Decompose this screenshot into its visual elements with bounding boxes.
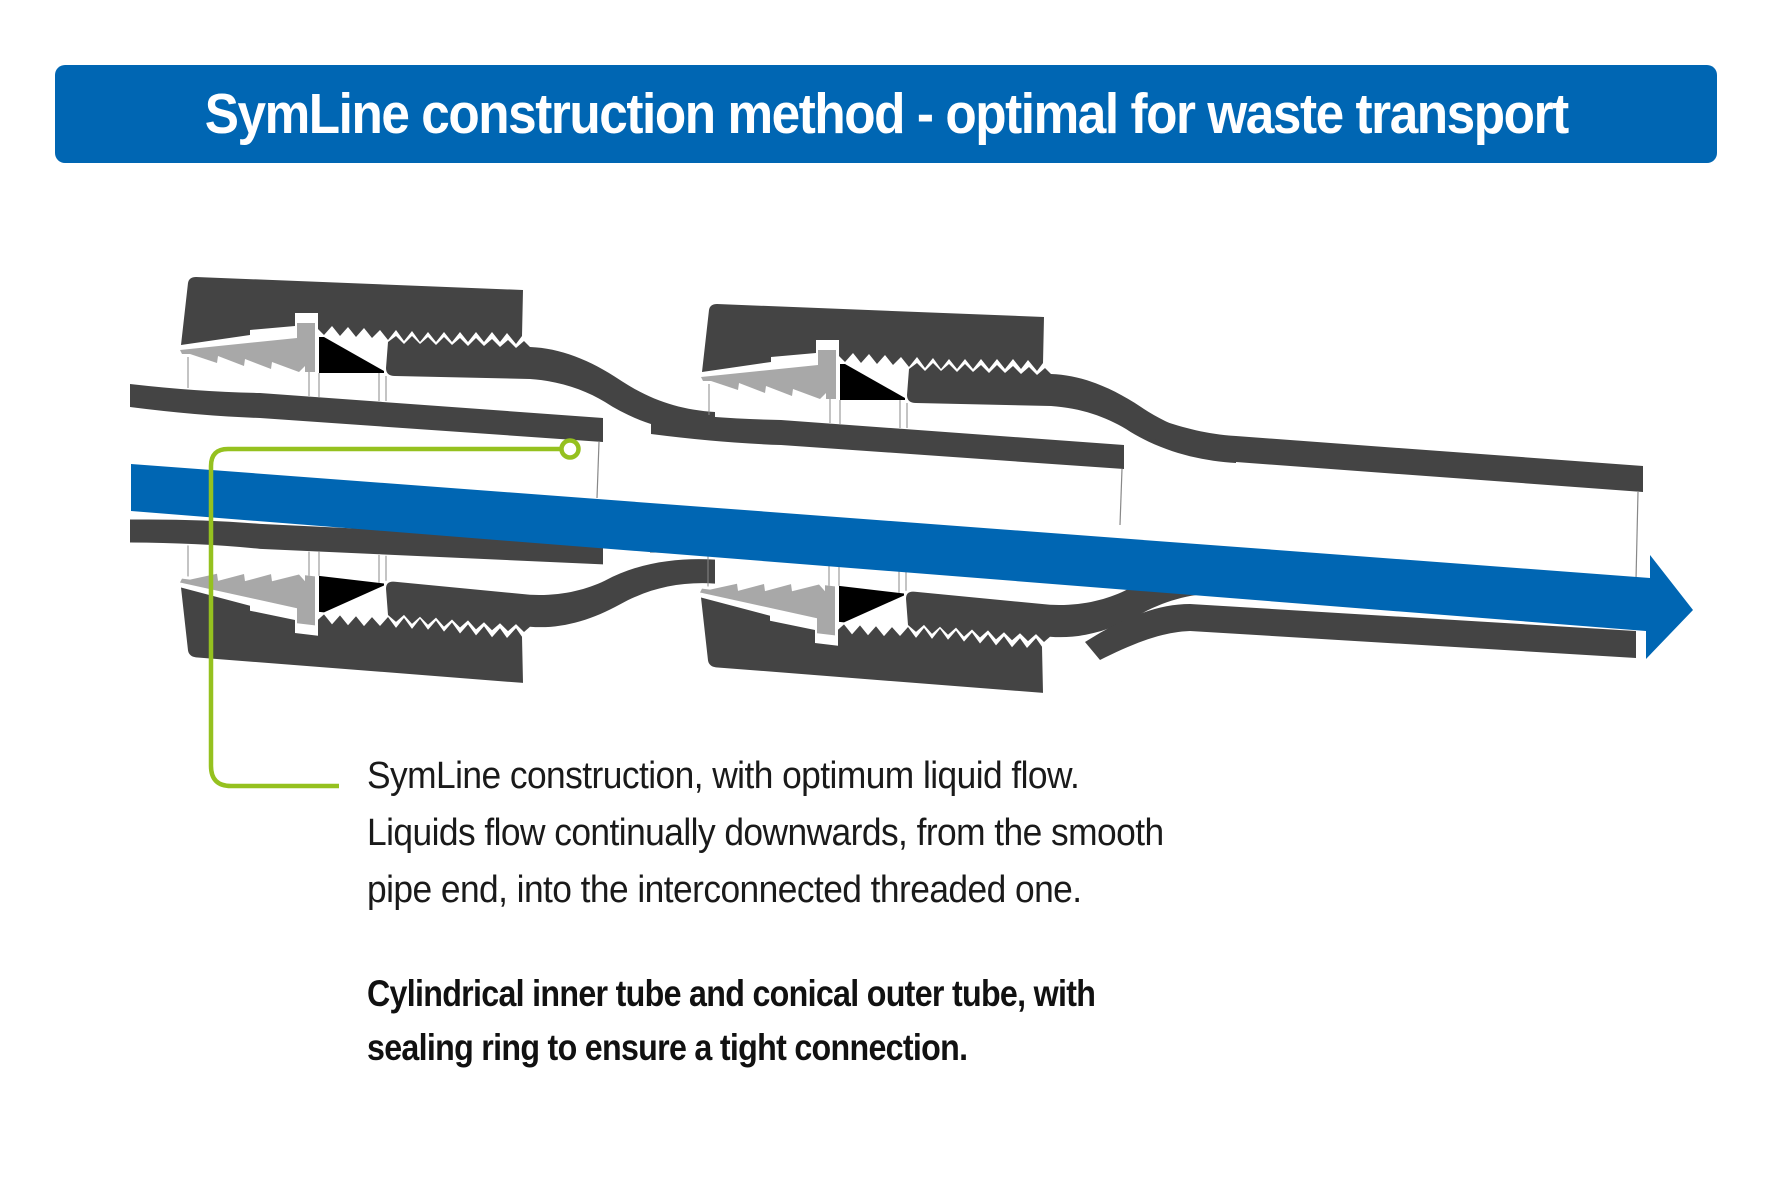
note-line: Cylindrical inner tube and conical outer… [367, 973, 1096, 1014]
upper-final-pipe [1140, 420, 1643, 492]
note-line: sealing ring to ensure a tight connectio… [367, 1027, 968, 1068]
callout-dot-icon [559, 438, 581, 460]
upper-coupling-2 [650, 303, 1237, 470]
description-line: SymLine construction, with optimum liqui… [367, 755, 1080, 797]
description-line: Liquids flow continually downwards, from… [367, 812, 1164, 854]
flow-description: SymLine construction, with optimum liqui… [367, 748, 1367, 919]
flow-arrow-icon [131, 464, 1693, 659]
callout-connector [208, 446, 561, 789]
upper-coupling-1 [129, 276, 716, 443]
pipe-end-guides [596, 441, 1639, 581]
page-title: SymLine construction method - optimal fo… [204, 82, 1568, 146]
construction-note: Cylindrical inner tube and conical outer… [367, 967, 1367, 1075]
description-line: pipe end, into the interconnected thread… [367, 869, 1082, 911]
lower-final-pipe [1085, 604, 1636, 660]
title-banner: SymLine construction method - optimal fo… [55, 65, 1717, 163]
